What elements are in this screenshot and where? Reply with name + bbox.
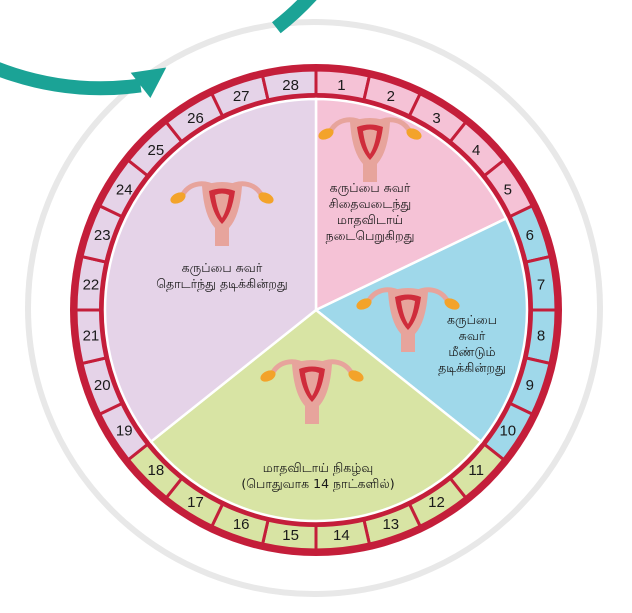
day-number: 17 xyxy=(187,494,204,511)
phase-label-ovulation: (பொதுவாக 14 நாட்களில்) xyxy=(241,476,394,492)
phase-label-rebuild: தடிக்கின்றது xyxy=(438,360,506,376)
phase-label-rebuild: கருப்பை xyxy=(447,312,497,328)
phase-label-rebuild: மீண்டும் xyxy=(448,344,495,359)
day-number: 27 xyxy=(233,88,250,105)
phase-label-thickening: தொடர்ந்து தடிக்கின்றது xyxy=(156,276,288,292)
day-number: 15 xyxy=(282,527,299,544)
phase-wedges xyxy=(105,99,527,521)
day-number: 1 xyxy=(337,77,345,94)
day-number: 19 xyxy=(116,423,133,440)
day-number: 25 xyxy=(147,142,164,159)
phase-label-menstruation: நடைபெறுகிறது xyxy=(326,228,415,244)
phase-label-menstruation: மாதவிடாய் xyxy=(337,212,403,227)
day-number: 11 xyxy=(468,462,484,479)
phase-label-rebuild: சுவர் xyxy=(459,328,486,343)
day-number: 2 xyxy=(387,88,395,105)
day-number: 13 xyxy=(382,516,399,533)
phase-label-menstruation: சிதைவடைந்து xyxy=(329,196,412,212)
day-number: 23 xyxy=(94,227,111,244)
day-number: 9 xyxy=(526,377,534,394)
day-number: 10 xyxy=(499,423,516,440)
phase-label-menstruation: கருப்பை சுவர் xyxy=(330,180,411,196)
phase-label-ovulation: மாதவிடாய் நிகழ்வு xyxy=(263,460,374,475)
day-number: 8 xyxy=(537,327,545,344)
day-number: 21 xyxy=(83,327,100,344)
day-number: 14 xyxy=(333,527,350,544)
day-number: 20 xyxy=(94,377,111,394)
day-number: 5 xyxy=(504,181,512,198)
day-number: 12 xyxy=(428,494,445,511)
day-number: 6 xyxy=(526,227,534,244)
day-number: 3 xyxy=(432,110,440,127)
day-number: 26 xyxy=(187,110,204,127)
day-number: 7 xyxy=(537,277,545,294)
day-number: 18 xyxy=(147,462,164,479)
day-number: 4 xyxy=(472,142,480,159)
day-number: 22 xyxy=(83,277,100,294)
day-number: 16 xyxy=(233,516,250,533)
day-number: 28 xyxy=(282,77,299,94)
day-number: 24 xyxy=(116,181,133,198)
phase-label-thickening: கருப்பை சுவர் xyxy=(182,260,263,276)
